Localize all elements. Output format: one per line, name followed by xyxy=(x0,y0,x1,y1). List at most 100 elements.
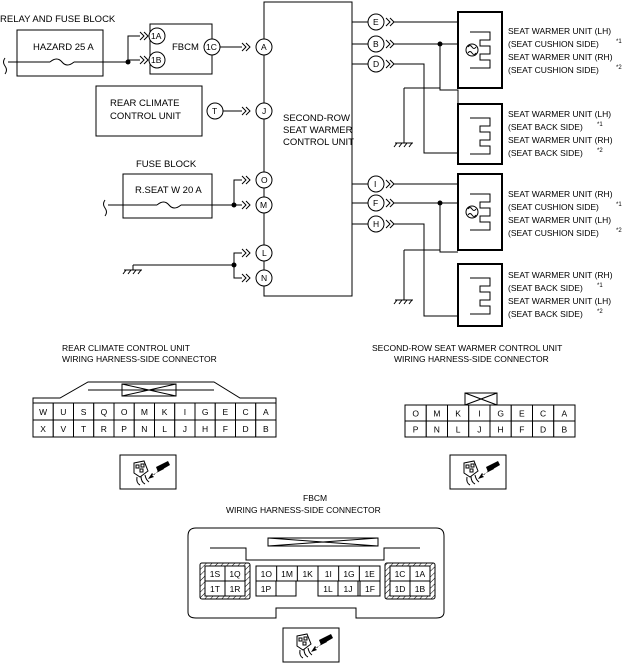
seat-unit-4 xyxy=(457,263,503,327)
rear-pin-bottom-5: N xyxy=(141,424,147,434)
seat-unit-2-line-3: SEAT WARMER UNIT (RH) xyxy=(508,135,613,145)
rear-connector-title-2: WIRING HARNESS-SIDE CONNECTOR xyxy=(62,354,217,364)
pin-a: A xyxy=(261,42,267,52)
fbcm-mid-top-1: 1M xyxy=(281,569,293,579)
seat-unit-3-line-2: (SEAT CUSHION SIDE) xyxy=(508,202,599,212)
seat-unit-3-sup-2: *2 xyxy=(616,228,622,234)
fuse-block-label: FUSE BLOCK xyxy=(136,159,197,170)
rear-pin-top-7: I xyxy=(184,407,186,417)
fbcm-mid-top-2: 1K xyxy=(302,569,313,579)
rear-pin-bottom-7: J xyxy=(183,424,187,434)
fbcm-left-top-0: 1S xyxy=(210,569,221,579)
seat-unit-4-line-4: (SEAT BACK SIDE) xyxy=(508,309,583,319)
pin-h: H xyxy=(373,219,379,229)
second-pin-bottom-3: J xyxy=(477,425,481,435)
pin-n: N xyxy=(261,273,267,283)
pin-1a-label: 1A xyxy=(151,31,162,41)
rear-pin-bottom-11: B xyxy=(263,424,269,434)
control-unit-box xyxy=(263,1,353,297)
fbcm-mid-top-5: 1E xyxy=(364,569,375,579)
rear-pin-top-9: E xyxy=(223,407,229,417)
pin-l: L xyxy=(262,248,267,258)
rear-pin-bottom-6: L xyxy=(162,424,167,434)
second-pin-bottom-5: F xyxy=(519,425,524,435)
second-pin-top-4: G xyxy=(497,409,504,419)
rear-climate-label-2: CONTROL UNIT xyxy=(110,111,181,122)
seat-unit-4-line-3: SEAT WARMER UNIT (LH) xyxy=(508,296,611,306)
relay-fuse-block-label: RELAY AND FUSE BLOCK xyxy=(0,14,116,25)
seat-unit-2-line-4: (SEAT BACK SIDE) xyxy=(508,148,583,158)
fbcm-mid-top-4: 1G xyxy=(343,569,354,579)
seat-unit-3-line-3: SEAT WARMER UNIT (LH) xyxy=(508,215,611,225)
pin-1c-label: 1C xyxy=(206,42,217,52)
fbcm-right-bottom-0: 1D xyxy=(395,584,406,594)
rear-pin-bottom-3: R xyxy=(101,424,107,434)
fbcm-mid-top-0: 1O xyxy=(261,569,273,579)
pin-j: J xyxy=(262,106,266,116)
left-pins: A J O M L N xyxy=(255,38,273,287)
pin-1b-label: 1B xyxy=(151,55,162,65)
fbcm-label: FBCM xyxy=(172,42,199,53)
connector-view-icon-second xyxy=(449,454,507,490)
seat-unit-1-line-4: (SEAT CUSHION SIDE) xyxy=(508,65,599,75)
fbcm-right-bottom-1: 1B xyxy=(415,584,426,594)
seat-unit-2-labels: SEAT WARMER UNIT (LH) (SEAT BACK SIDE) *… xyxy=(508,109,613,158)
rear-pin-top-0: W xyxy=(39,407,47,417)
second-pin-top-3: I xyxy=(478,409,480,419)
seat-unit-2-line-1: SEAT WARMER UNIT (LH) xyxy=(508,109,611,119)
pin-f: F xyxy=(373,198,378,208)
connector-view-icon-fbcm xyxy=(282,627,340,663)
hazard-fuse-symbol xyxy=(49,58,75,66)
rear-pin-bottom-0: X xyxy=(40,424,46,434)
seat-unit-1-labels: SEAT WARMER UNIT (LH) (SEAT CUSHION SIDE… xyxy=(508,26,622,75)
second-connector-title-1: SECOND-ROW SEAT WARMER CONTROL UNIT xyxy=(372,343,562,353)
rear-climate-box xyxy=(95,85,203,137)
fbcm-mid-bottom-1: 1L xyxy=(323,584,333,594)
rear-pin-bottom-2: T xyxy=(81,424,86,434)
rear-connector-title-1: REAR CLIMATE CONTROL UNIT xyxy=(62,343,190,353)
fbcm-right-top-1: 1A xyxy=(415,569,426,579)
pin-o: O xyxy=(261,175,268,185)
seat-unit-1-sup-2: *2 xyxy=(616,65,622,71)
second-pin-top-1: M xyxy=(433,409,440,419)
seat-unit-1-sup-1: *1 xyxy=(616,39,622,45)
seat-unit-4-line-2: (SEAT BACK SIDE) xyxy=(508,283,583,293)
seat-unit-4-labels: SEAT WARMER UNIT (RH) (SEAT BACK SIDE) *… xyxy=(508,270,613,319)
seat-unit-1-line-2: (SEAT CUSHION SIDE) xyxy=(508,39,599,49)
fbcm-connector-title-2: WIRING HARNESS-SIDE CONNECTOR xyxy=(226,505,381,515)
seat-unit-2-sup-2: *2 xyxy=(597,148,603,154)
rear-pin-top-4: O xyxy=(121,407,128,417)
fbcm-mid-bottom-0: 1P xyxy=(261,584,272,594)
seat-unit-4-sup-2: *2 xyxy=(597,309,603,315)
fbcm-left-bottom-1: 1R xyxy=(230,584,241,594)
rear-pin-top-2: S xyxy=(81,407,87,417)
rseat-fuse-symbol xyxy=(156,201,182,209)
pin-i: I xyxy=(374,179,376,189)
fbcm-connector-title-1: FBCM xyxy=(303,493,327,503)
pin-d: D xyxy=(373,59,379,69)
pin-m: M xyxy=(260,200,267,210)
rear-pin-top-5: M xyxy=(141,407,148,417)
second-pin-top-7: A xyxy=(562,409,568,419)
rear-pin-bottom-10: D xyxy=(243,424,249,434)
seat-unit-3 xyxy=(457,173,503,251)
rear-pin-bottom-1: V xyxy=(61,424,67,434)
fbcm-right-top-0: 1C xyxy=(395,569,406,579)
fbcm-mid-bottom-3: 1F xyxy=(365,584,375,594)
rear-pin-top-10: C xyxy=(243,407,249,417)
second-pin-bottom-6: D xyxy=(540,425,546,435)
pin-e: E xyxy=(373,17,379,27)
relay-fuse-block-box xyxy=(16,29,104,77)
rear-pin-top-11: A xyxy=(263,407,269,417)
seat-unit-3-sup-1: *1 xyxy=(616,202,622,208)
second-pin-top-5: E xyxy=(519,409,525,419)
fuse-block-box xyxy=(122,173,213,219)
control-unit-label-1: SECOND-ROW xyxy=(283,113,350,124)
seat-unit-2 xyxy=(457,103,503,165)
